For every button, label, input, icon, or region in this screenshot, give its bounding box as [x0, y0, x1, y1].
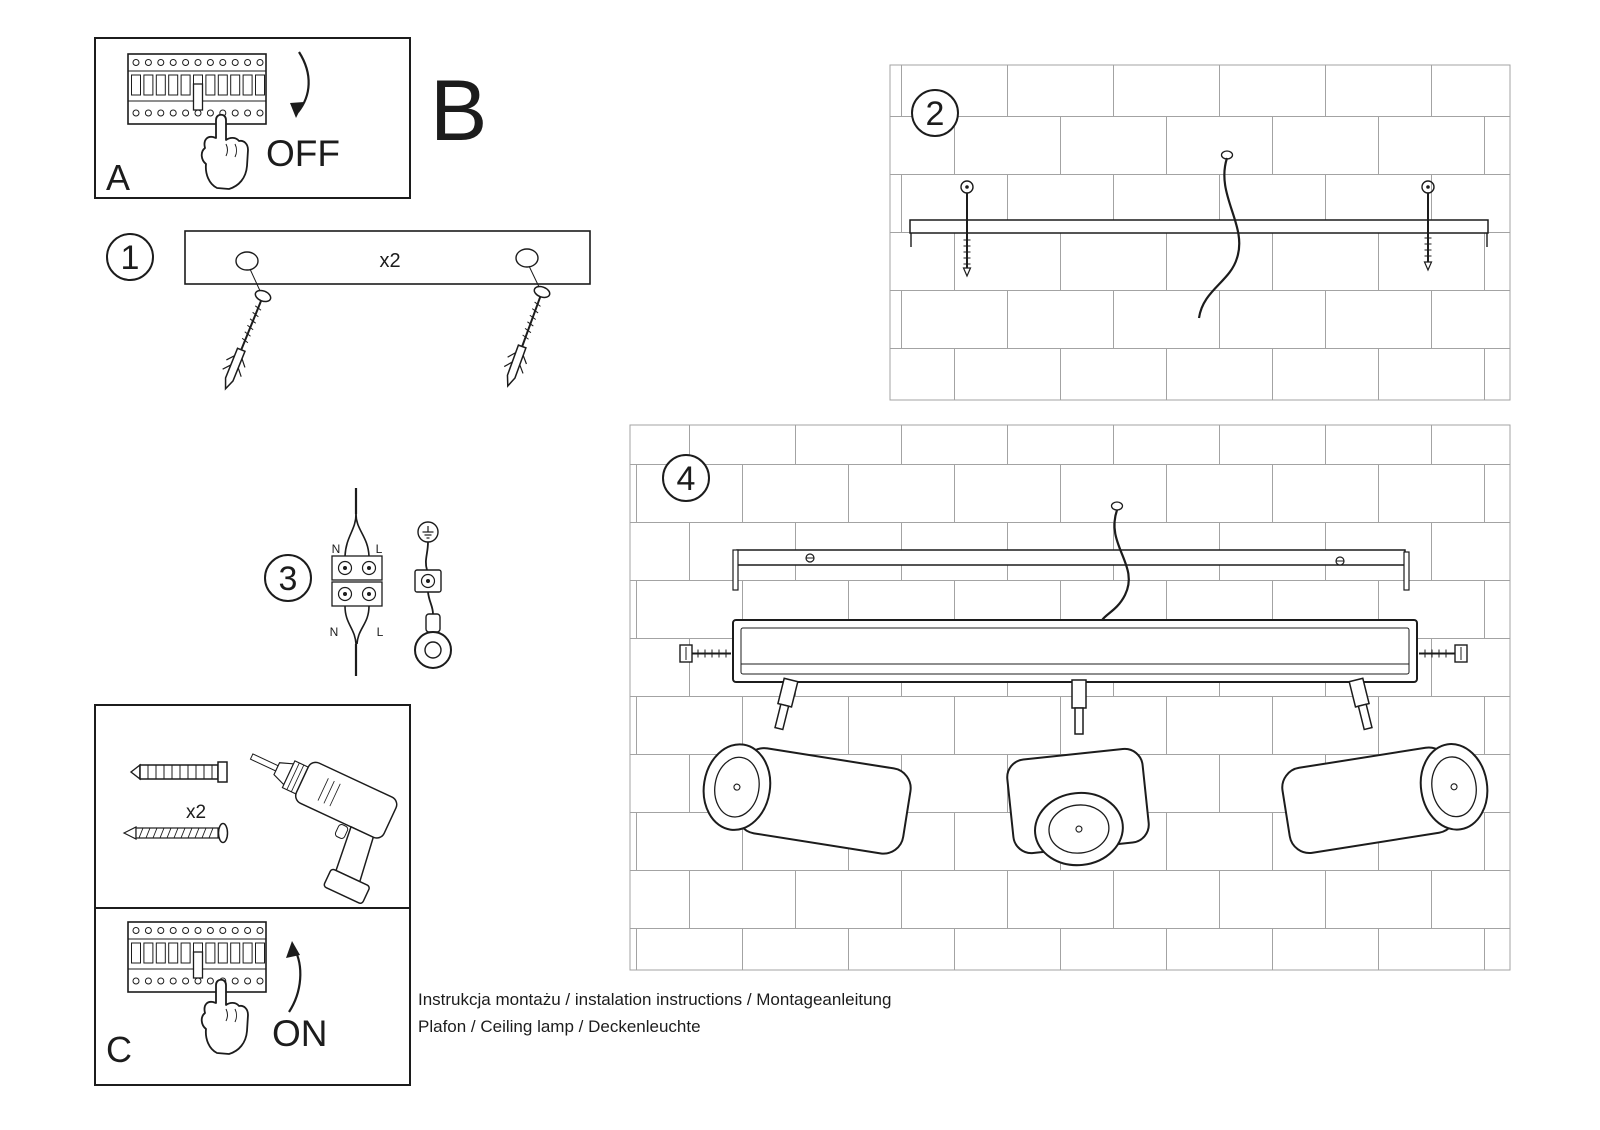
- step-2-badge: [911, 89, 959, 137]
- step-3-badge: [264, 554, 312, 602]
- on-label: ON: [272, 1013, 328, 1054]
- panel-c-label: C: [106, 1029, 132, 1070]
- bar-hole-left: [235, 251, 259, 271]
- step-3: 3 N L N L: [264, 488, 452, 676]
- step-1: 1 x2: [106, 230, 591, 394]
- step-2: 2: [889, 64, 1511, 401]
- screw-string-right: [528, 265, 541, 290]
- wire-label-n-top: N: [332, 542, 341, 556]
- breaker-panel-icon: [127, 53, 267, 125]
- brick-wall-large: [629, 424, 1511, 971]
- step-2-number: 2: [926, 95, 945, 133]
- panel-c: C ON: [94, 907, 411, 1086]
- mounting-bar-on-wall: [909, 219, 1489, 234]
- wall-screw-left-icon: [960, 180, 974, 278]
- step-3-number: 3: [279, 560, 298, 598]
- step-4-number: 4: [677, 460, 696, 498]
- spotlight-arm-right: [1348, 677, 1373, 731]
- spotlight-middle: [1006, 747, 1150, 867]
- lamp-housing: [732, 619, 1418, 683]
- wire-label-l-bottom: L: [377, 625, 384, 639]
- anchor-screw-right-icon: [497, 282, 555, 391]
- wire-label-l-top: L: [376, 542, 383, 556]
- spotlight-arm-middle: [1071, 679, 1087, 735]
- drill-icon: [249, 753, 398, 904]
- tools-panel: x2: [94, 704, 411, 909]
- ceiling-bracket: [732, 549, 1410, 591]
- terminal-block-icon: [331, 488, 383, 676]
- section-b-label: B: [430, 63, 487, 159]
- screw-string-left: [249, 268, 262, 294]
- step-4: 4: [629, 424, 1511, 971]
- breaker-panel-icon: [127, 921, 267, 993]
- anchor-screw-left-icon: [215, 286, 276, 394]
- step-1-count: x2: [379, 250, 400, 272]
- wall-screw-right-icon: [1421, 180, 1435, 272]
- tools-count: x2: [186, 802, 206, 823]
- wall-plug-icon: [129, 761, 228, 783]
- spotlight-right: [1281, 743, 1489, 854]
- spotlight-arm-left: [774, 677, 799, 731]
- footer-line-1: Instrukcja montażu / instalation instruc…: [418, 990, 891, 1009]
- housing-screw-right-icon: [1419, 644, 1468, 663]
- off-label: OFF: [266, 133, 340, 174]
- wire-label-n-bottom: N: [330, 625, 339, 639]
- power-cable-icon: [1197, 150, 1241, 319]
- bar-hole-right: [515, 248, 539, 268]
- arrow-down-icon: [290, 51, 310, 118]
- ground-wire-icon: [414, 521, 452, 669]
- step-1-number: 1: [121, 239, 140, 277]
- housing-screw-left-icon: [679, 644, 731, 663]
- step-4-badge: [662, 454, 710, 502]
- arrow-up-icon: [286, 941, 302, 1013]
- panel-a-label: A: [106, 157, 130, 198]
- screw-icon: [122, 822, 229, 844]
- lamp-cable-icon: [1099, 501, 1130, 629]
- footer-line-2: Plafon / Ceiling lamp / Deckenleuchte: [418, 1017, 701, 1036]
- spotlight-left: [702, 743, 912, 855]
- step-1-badge: [106, 233, 154, 281]
- panel-a: A OFF: [94, 37, 411, 199]
